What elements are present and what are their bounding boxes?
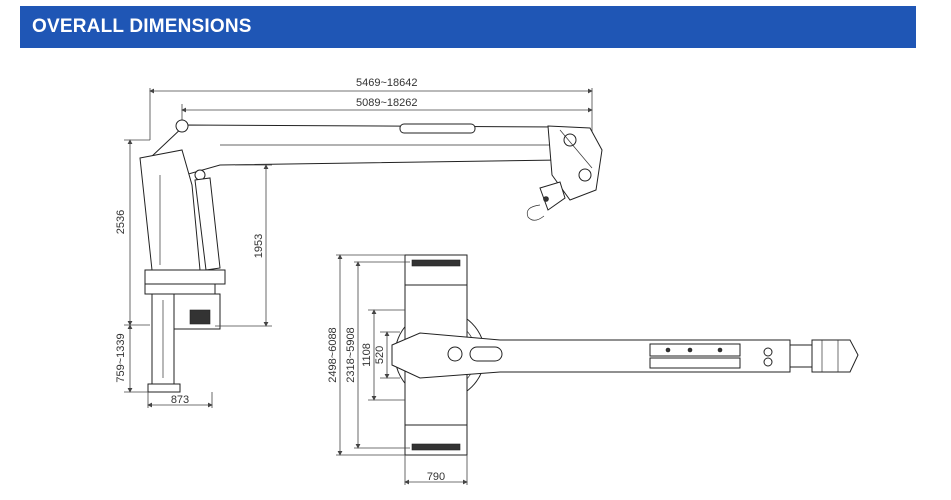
dim-boom-reach: 5089~18262 xyxy=(356,97,417,109)
dim-base-depth: 790 xyxy=(427,471,445,483)
dim-center-width: 520 xyxy=(374,346,386,364)
dim-boom-pivot-height: 1953 xyxy=(253,234,265,258)
top-view-crane: 2498~6088 2318~5908 1108 520 790 xyxy=(327,254,859,485)
section-header: OVERALL DIMENSIONS xyxy=(20,6,916,48)
dim-total-reach: 5469~18642 xyxy=(356,77,417,89)
dim-base-height: 759~1339 xyxy=(115,333,127,382)
dim-outrigger-span-inner: 2318~5908 xyxy=(345,327,357,382)
dim-slew-width: 1108 xyxy=(361,343,373,367)
dim-outrigger-span-outer: 2498~6088 xyxy=(327,327,339,382)
dim-base-width: 873 xyxy=(171,394,189,406)
dim-overall-height: 2536 xyxy=(115,210,127,234)
side-view-crane: 5469~18642 5089~18262 xyxy=(115,77,603,408)
section-title: OVERALL DIMENSIONS xyxy=(32,16,252,37)
